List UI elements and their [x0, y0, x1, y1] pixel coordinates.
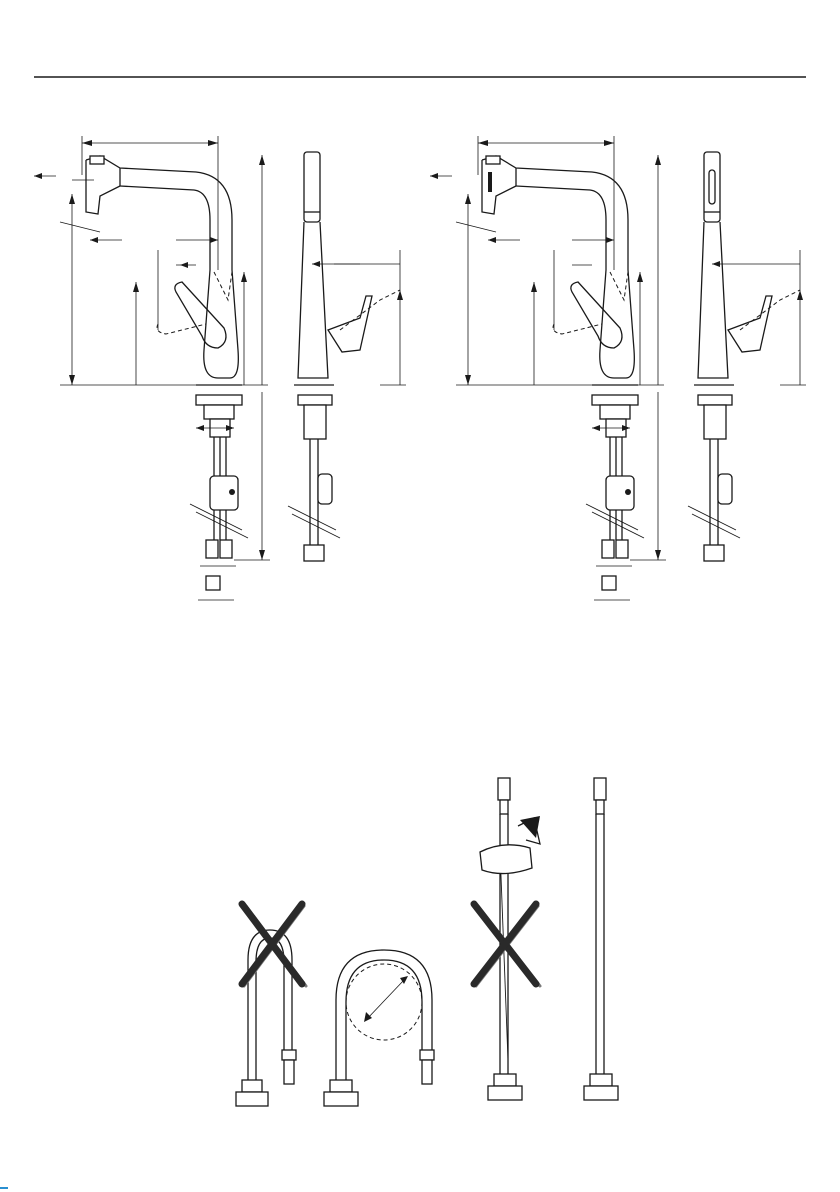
faucet-a-side-view [34, 136, 270, 600]
hose-kinked-wrong [236, 904, 306, 1106]
hose-twisted-wrong [474, 778, 540, 1100]
hose-bend-radius-correct [324, 950, 434, 1106]
faucet-a-front-view [288, 152, 406, 561]
hose-straight-correct [584, 778, 618, 1100]
faucet-b-front-view [688, 152, 806, 561]
faucet-b-side-view [430, 136, 666, 600]
